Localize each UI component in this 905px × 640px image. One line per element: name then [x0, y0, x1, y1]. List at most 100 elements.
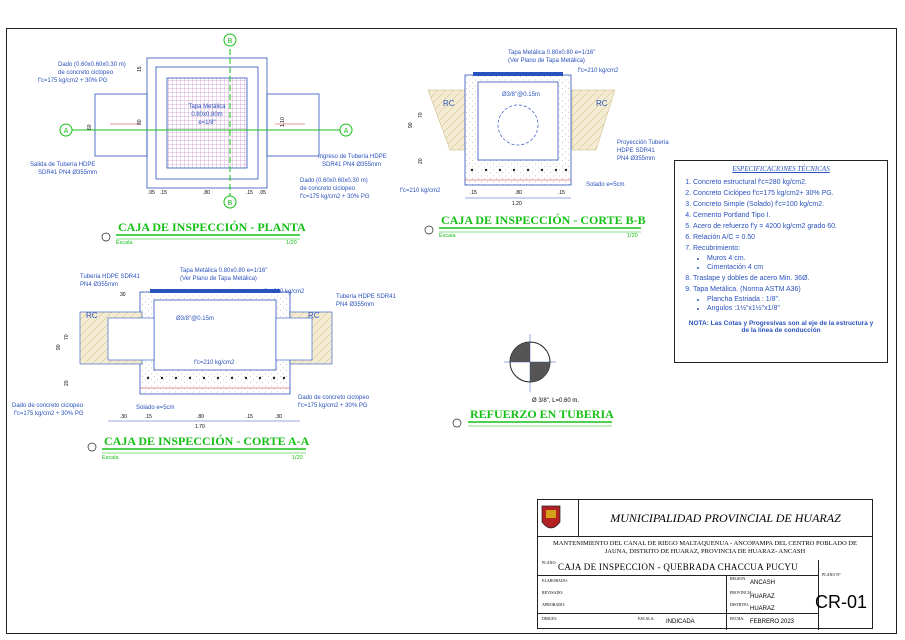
bb-dim-70: 70: [418, 112, 424, 118]
aa-dim-15a: .15: [145, 414, 152, 420]
refuerzo-title: REFUERZO EN TUBERIA: [470, 407, 614, 421]
elaborado-label: ELABORADO:: [542, 578, 568, 583]
bb-tapa-2: (Ver Plano de Tapa Metálica): [508, 58, 585, 64]
aa-dim-90: 90: [56, 344, 62, 350]
planta-dim-05b: .05: [259, 190, 266, 196]
spec-item: Tapa Metálica. (Norma ASTM A36) Plancha …: [693, 286, 887, 312]
planta-salida-1: Salida de Tubería HDPE: [30, 162, 95, 168]
spec-item: Recubrimiento: Muros 4 cm. Cimentación 4…: [693, 245, 887, 271]
planta-ingreso-1: Ingreso de Tubería HDPE: [318, 154, 387, 160]
section-marker-b-bottom: [223, 195, 237, 209]
planta-dim-15c: .15: [246, 190, 253, 196]
bb-proyeccion-1: Proyección Tubería: [617, 140, 669, 146]
revisado-label: REVISADO:: [542, 590, 564, 595]
bb-tapa-1: Tapa Metálica 0.80x0.80 e=1/16": [508, 50, 595, 56]
bb-rc-right: RC: [596, 99, 608, 108]
marker-b-top-label: B: [228, 38, 233, 45]
specifications-title: ESPECIFICACIONES TÉCNICAS: [732, 165, 830, 173]
tapa-sublist: Plancha Estriada : 1/8". Angulos :1½"x1½…: [693, 296, 887, 312]
planta-dim-15b: .15: [160, 190, 167, 196]
plano-label: PLANO:: [542, 560, 557, 565]
specifications-box: ESPECIFICACIONES TÉCNICAS Concreto estru…: [674, 160, 888, 363]
planta-tapa-1: Tapa Metálica: [188, 104, 226, 110]
aa-rebar: Ø3/8"@0.15m: [176, 316, 214, 322]
bb-title: CAJA DE INSPECCIÓN - CORTE B-B: [441, 213, 646, 227]
corte-bb-drawing: Tapa Metálica 0.80x0.80 e=1/16" (Ver Pla…: [400, 50, 669, 239]
aa-dado-right-1: Dado de concreto ciclopeo: [298, 395, 370, 401]
aa-tapa-1: Tapa Metálica 0.80x0.80 e=1/16": [180, 268, 267, 274]
plano-title: CAJA DE INSPECCION - QUEBRADA CHACCUA PU…: [538, 562, 818, 576]
recubrimiento-sublist: Muros 4 cm. Cimentación 4 cm: [693, 255, 887, 271]
aa-rc-left: RC: [86, 311, 98, 320]
planta-dim-80: 80: [137, 119, 143, 125]
bb-scale-label: Escala: [439, 233, 456, 239]
aa-dim-15b: .15: [246, 414, 253, 420]
specifications-list: Concreto estructural f'c=280 kg/cm2. Con…: [675, 179, 887, 312]
bb-dim-15b: .15: [558, 190, 565, 196]
section-marker-a-right: [339, 123, 353, 137]
spec-subitem: Muros 4 cm.: [707, 255, 887, 262]
aa-scale-label: Escala: [102, 455, 119, 461]
bb-dim-120: 1.20: [512, 201, 522, 207]
marker-b-bottom-label: B: [228, 200, 233, 207]
tb-divider: [538, 575, 818, 576]
provincia-value: HUARAZ: [750, 594, 775, 600]
fecha-value: FEBRERO 2023: [750, 619, 795, 625]
section-marker-a-left: [59, 123, 73, 137]
spec-subitem: Plancha Estriada : 1/8".: [707, 296, 887, 303]
provincia-label: PROVINCIA:: [730, 590, 753, 595]
aprobado-label: APROBADO:: [542, 602, 566, 607]
aa-dim-80: .80: [197, 414, 204, 420]
planta-scale-label: Escala: [116, 240, 133, 246]
planta-dado-left-1: Dado (0.60x0.60x0.30 m): [58, 62, 126, 68]
bb-fc210-top: f'c=210 kg/cm2: [578, 68, 619, 74]
region-value: ANCASH: [750, 580, 776, 586]
title-block: MUNICIPALIDAD PROVINCIAL DE HUARAZ MANTE…: [537, 499, 873, 630]
aa-tuberia-left-2: PN4 Ø355mm: [80, 282, 118, 288]
refuerzo-drawing: Ø 3/8", L=0.60 m. REFUERZO EN TUBERIA: [452, 334, 614, 428]
aa-dim-70: 70: [64, 334, 70, 340]
spec-item: Concreto estructural f'c=280 kg/cm2.: [693, 179, 887, 186]
planta-dim-60: 60: [87, 124, 93, 130]
spec-item-text: Tapa Metálica. (Norma ASTM A36): [693, 286, 801, 293]
tb-divider: [538, 613, 818, 614]
region-label: REGION:: [730, 576, 747, 581]
dibujo-label: DIBUJO:: [542, 616, 558, 621]
aa-dim-30c: .30: [275, 414, 282, 420]
spec-subitem: Angulos :1½"x1½"x1/8": [707, 305, 887, 312]
project-description: MANTENIMIENTO DEL CANAL DE RIEGO MALTAQU…: [553, 540, 857, 555]
aa-fc210-mid: f'c=210 kg/cm2: [194, 360, 235, 366]
aa-rc-right: RC: [308, 311, 320, 320]
planta-title: CAJA DE INSPECCIÓN - PLANTA: [118, 220, 306, 234]
spec-item: Acero de refuerzo f'y = 4200 kg/cm2 grad…: [693, 223, 887, 230]
spec-item: Relación A/C = 0.50: [693, 234, 887, 241]
bb-dim-20: 20: [418, 158, 424, 164]
aa-dado-right-2: f'c=175 kg/cm2 + 30% PG: [298, 403, 368, 409]
planta-dado-left-2: de concreto ciclopeo: [58, 70, 114, 76]
aa-title: CAJA DE INSPECCIÓN - CORTE A-A: [104, 434, 310, 448]
sheet-border: [6, 28, 897, 634]
planta-dim-05a: .05: [148, 190, 155, 196]
distrito-value: HUARAZ: [750, 606, 775, 612]
bb-dim-80: .80: [515, 190, 522, 196]
spec-item: Concreto Simple (Solado) f'c=100 kg/cm2.: [693, 201, 887, 208]
bb-rebar: Ø3/8"@0.15m: [502, 92, 540, 98]
bb-fc210-bottom: f'c=210 kg/cm2: [400, 188, 441, 194]
plano-code: CR-01: [814, 592, 867, 612]
municipality-logo: [541, 505, 561, 529]
aa-dim-170: 1.70: [195, 424, 205, 430]
aa-solado: Solado e=5cm: [136, 405, 175, 411]
planta-dado-right-3: f'c=175 kg/cm2 + 30% PG: [300, 194, 370, 200]
planta-tapa-2: 0.80x0.80m: [191, 112, 222, 118]
plano-n-label: PLANO Nº: [822, 572, 841, 577]
bb-dim-15a: .15: [470, 190, 477, 196]
aa-tuberia-right-2: PN4 Ø355mm: [336, 302, 374, 308]
aa-fc210-top: f'c=210 kg/cm2: [264, 289, 305, 295]
bb-proyeccion-3: PN4 Ø355mm: [617, 156, 655, 162]
corte-aa-drawing: Tubería HDPE SDR41 PN4 Ø355mm Tapa Metál…: [12, 268, 396, 461]
distrito-label: DISTRITO:: [730, 602, 750, 607]
escala-value: INDICADA: [666, 619, 695, 625]
bb-dim-90: 90: [408, 122, 414, 128]
spec-item: Concreto Ciclópeo f'c=175 kg/cm2+ 30% PG…: [693, 190, 887, 197]
planta-dim-110: 1.10: [280, 117, 286, 127]
